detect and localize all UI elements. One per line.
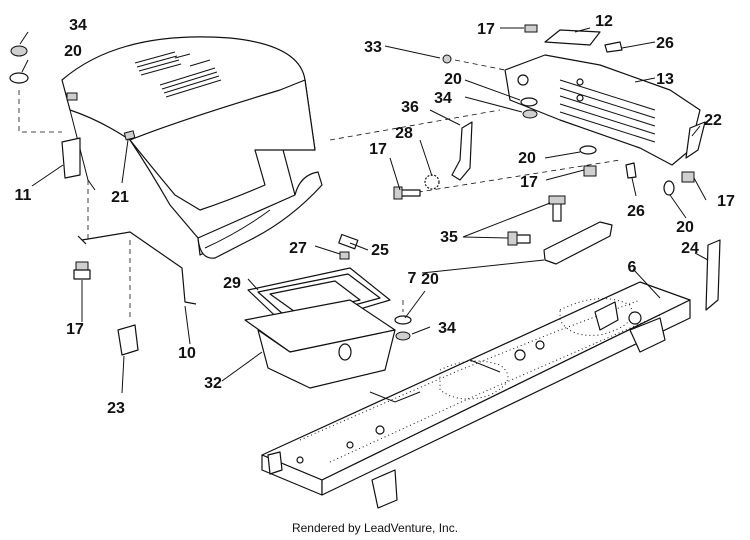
plate-22: [685, 121, 706, 159]
render-credit: Rendered by LeadVenture, Inc.: [291, 521, 459, 535]
callout-34: 34: [434, 90, 452, 107]
callout-21: 21: [111, 189, 129, 206]
callout-17: 17: [369, 141, 387, 158]
callout-33: 33: [364, 39, 382, 56]
callout-20: 20: [421, 271, 439, 288]
callout-20: 20: [444, 71, 462, 88]
plate-12: [544, 29, 601, 46]
callout-25: 25: [371, 242, 389, 259]
callout-36: 36: [401, 99, 419, 116]
bolt-17-right: [681, 171, 695, 183]
callout-29: 29: [223, 275, 241, 292]
callout-26: 26: [627, 203, 645, 220]
bolt-17-gear: [393, 186, 421, 200]
part-27: [339, 251, 350, 260]
callout-17: 17: [717, 193, 735, 210]
callout-12: 12: [595, 13, 613, 30]
callout-26: 26: [656, 35, 674, 52]
plate-24: [705, 239, 721, 311]
bolt-35: [507, 195, 566, 246]
callout-17: 17: [477, 21, 495, 38]
clip-26-top: [604, 41, 623, 53]
callout-13: 13: [656, 71, 674, 88]
washer-20-left: [9, 72, 29, 84]
callout-11: 11: [15, 187, 32, 204]
box-assembly: [244, 267, 396, 389]
callout-10: 10: [178, 345, 196, 362]
frame-6: [261, 281, 691, 509]
bolt-17-left: [73, 261, 91, 280]
bolt-17-mid: [583, 165, 597, 177]
callout-20: 20: [676, 219, 694, 236]
callout-17: 17: [520, 174, 538, 191]
hood-part: [61, 36, 323, 259]
callout-34: 34: [69, 17, 87, 34]
washer-20-box: [394, 315, 412, 325]
callout-27: 27: [289, 240, 307, 257]
bracket-7: [543, 221, 613, 265]
callout-22: 22: [704, 112, 722, 129]
callout-28: 28: [395, 125, 413, 142]
washer-20-right: [579, 145, 597, 155]
washer-20-mid: [520, 97, 538, 107]
callout-17: 17: [66, 321, 84, 338]
bracket-23: [117, 324, 139, 356]
callout-7: 7: [408, 270, 417, 287]
clip-26-low: [625, 162, 637, 179]
callout-20: 20: [64, 43, 82, 60]
nut-34-left: [10, 45, 28, 57]
nut-34-mid: [522, 109, 538, 119]
callout-24: 24: [681, 240, 699, 257]
callout-35: 35: [440, 229, 458, 246]
callout-6: 6: [628, 259, 637, 276]
callout-32: 32: [204, 375, 222, 392]
callouts: 34 20 11 21 33 17 12 26 13 20 34 36 22 2…: [15, 13, 735, 417]
nut-34-box: [395, 331, 411, 341]
bolt-17-top: [524, 24, 538, 33]
part-33: [442, 54, 452, 64]
washer-20-far: [663, 180, 675, 196]
bracket-36: [451, 121, 473, 181]
callout-34: 34: [438, 320, 456, 337]
callout-23: 23: [107, 400, 125, 417]
gear-28: [424, 174, 440, 190]
callout-20: 20: [518, 150, 536, 167]
plate-25: [338, 233, 359, 250]
